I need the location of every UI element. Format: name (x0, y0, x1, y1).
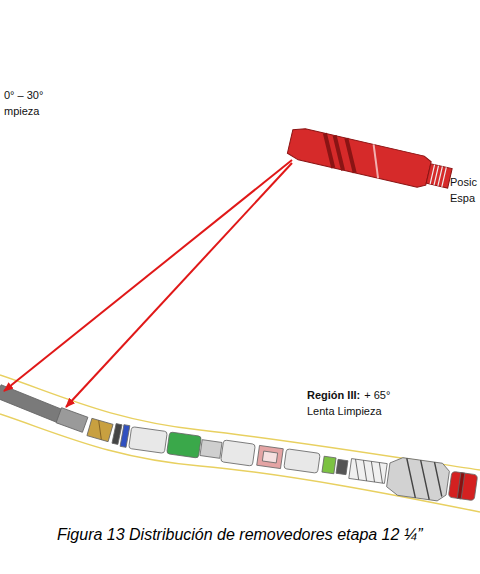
figure-caption: Figura 13 Distribución de removedores et… (57, 526, 423, 544)
cuttings-remover-tool (287, 126, 454, 194)
region-angle: + 65° (364, 389, 390, 402)
angle-range: 0° – 30° (4, 89, 43, 102)
region-note: Lenta Limpieza (307, 405, 382, 418)
position-note: Espa (450, 192, 475, 205)
region-title: Región III: (307, 389, 360, 402)
position-note: Posic (450, 176, 477, 189)
pointer-arrow (4, 160, 292, 391)
region-note: mpieza (4, 105, 39, 118)
pointer-arrow (66, 163, 292, 407)
wellbore-wall (0, 375, 480, 470)
